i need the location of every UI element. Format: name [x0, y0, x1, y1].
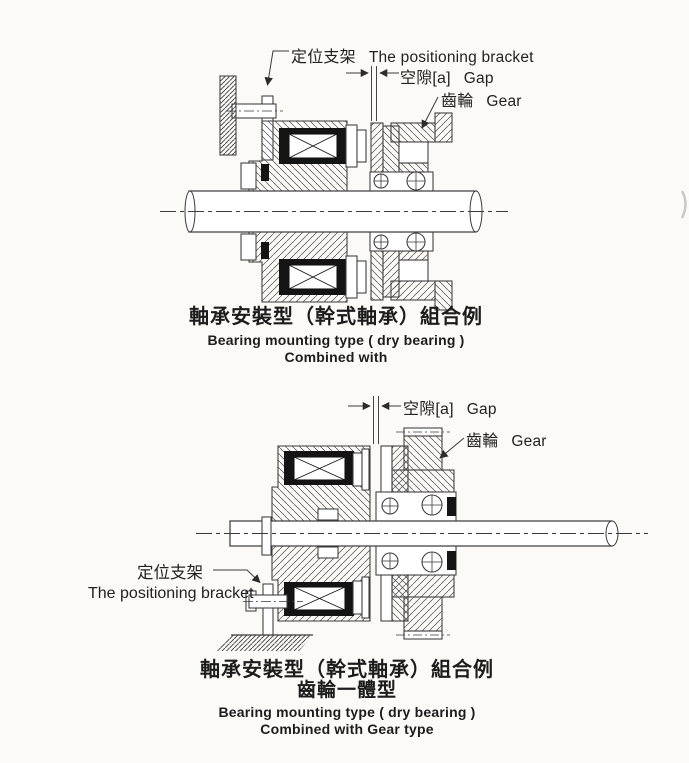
bottom-bracket-label-en: The positioning bracket — [88, 585, 254, 602]
shaft-seal — [447, 497, 456, 516]
bottom-gear-label: 齒輪 Gear — [466, 427, 547, 451]
bottom-gap-label: 空隙[a] Gap — [403, 395, 497, 419]
top-bracket-label: 定位支架 The positioning bracket — [291, 43, 534, 67]
wall-hatch — [219, 75, 237, 156]
top-gap-label: 空隙[a] Gap — [400, 64, 494, 88]
bottom-figure-caption: 軸承安裝型（幹式軸承）組合例 齒輪一體型 Bearing mounting ty… — [2, 659, 689, 738]
top-assembly-drawing — [160, 50, 508, 311]
caption-en1: Bearing mounting type ( dry bearing ) — [207, 332, 465, 348]
ball-bearing — [406, 171, 426, 191]
gap-label-en: Gap — [466, 401, 497, 418]
gap-label-en: Gap — [463, 70, 494, 87]
ball-bearing — [421, 494, 443, 516]
gear-tooth-section — [398, 141, 429, 164]
gear-label-en: Gear — [486, 93, 522, 110]
shaft-collar — [261, 516, 272, 556]
gear-ring — [390, 122, 436, 143]
top-gear-label: 齒輪 Gear — [441, 87, 522, 111]
gear-leader-arrow — [421, 96, 439, 129]
gap-dimension — [346, 66, 399, 121]
caption-en2: Combined with — [284, 349, 388, 365]
caption-en2: Combined with Gear type — [260, 721, 434, 737]
ground-hatch — [217, 635, 313, 651]
positioning-bracket-plate — [262, 583, 274, 636]
integral-gear — [403, 435, 443, 471]
gap-label-cn: 空隙[a] — [403, 401, 454, 418]
scan-artifact — [680, 190, 687, 219]
mounting-bolt — [240, 162, 257, 190]
gear-label-cn: 齒輪 — [466, 433, 499, 450]
caption-cn1: 軸承安裝型（幹式軸承）組合例 — [200, 659, 494, 681]
caption-cn: 軸承安裝型（幹式軸承）組合例 — [189, 306, 483, 328]
caption-cn2: 齒輪一體型 — [296, 680, 397, 701]
bracket-label-en: The positioning bracket — [368, 49, 534, 66]
bottom-assembly-drawing — [196, 396, 648, 651]
ball-bearing — [381, 497, 399, 515]
gear-label-cn: 齒輪 — [441, 93, 474, 110]
gap-dimension — [348, 396, 401, 444]
top-figure-caption: 軸承安裝型（幹式軸承）組合例 Bearing mounting type ( d… — [0, 306, 672, 366]
caption-en1: Bearing mounting type ( dry bearing ) — [218, 704, 476, 720]
bracket-label-cn: 定位支架 — [291, 49, 356, 66]
bracket-leader-arrow — [264, 50, 289, 86]
gap-label-cn: 空隙[a] — [400, 70, 451, 87]
bracket-leader-arrow — [213, 569, 261, 584]
bottom-bracket-label-cn: 定位支架 — [137, 564, 203, 582]
ball-bearing — [373, 173, 389, 189]
gear-label-en: Gear — [511, 433, 547, 450]
gear-leader-arrow — [439, 437, 465, 459]
